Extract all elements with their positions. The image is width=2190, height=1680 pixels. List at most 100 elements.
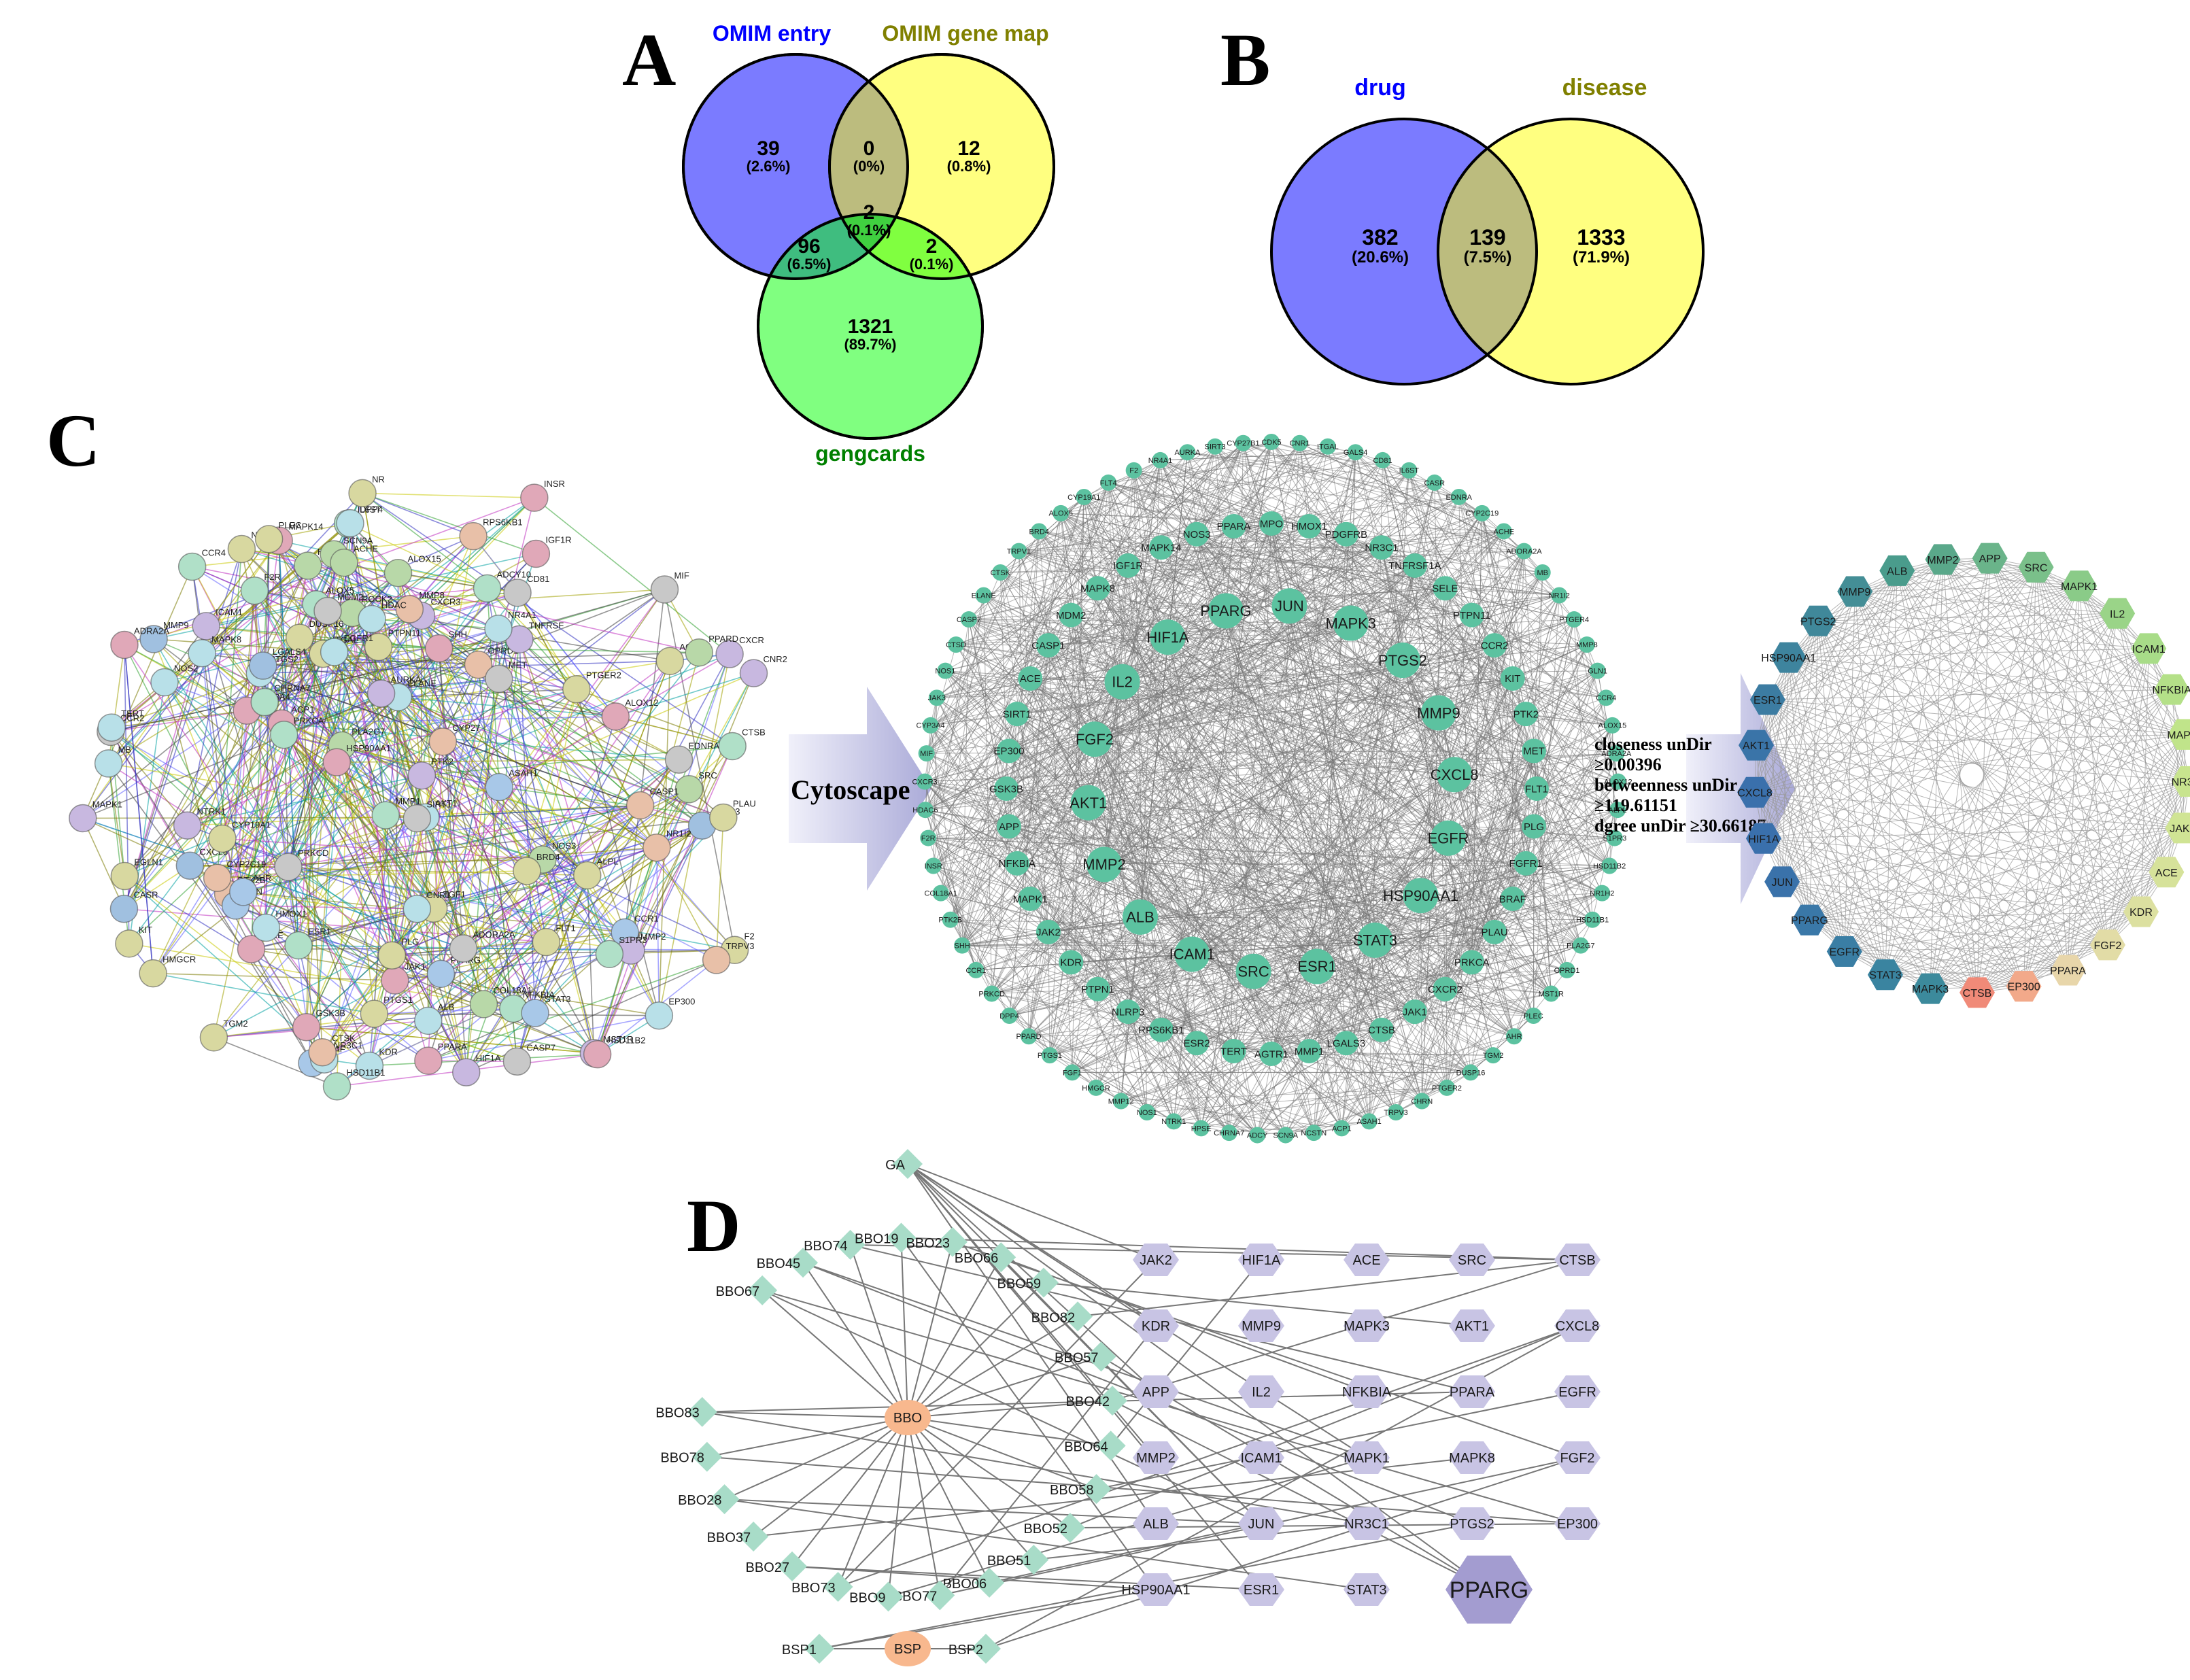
cyto-node-label: CCR1 [965, 967, 986, 975]
string-node-label: ACHE [354, 544, 378, 554]
string-node-esr1 [284, 931, 313, 960]
compound-node-label: BBO57 [1055, 1350, 1098, 1365]
cyto-node-label: FGFR1 [1509, 858, 1543, 870]
svg-text:2: 2 [863, 201, 875, 224]
cyto-node-label: HPSE [1191, 1125, 1212, 1133]
string-node-label: ELANE [407, 678, 437, 688]
cyto-node-label: GALS4 [1344, 449, 1367, 457]
compound-node-label: BBO82 [1031, 1310, 1075, 1325]
cyto-node-label: MMP8 [1576, 641, 1598, 649]
cyto-node-rps6kb1 [1148, 1017, 1174, 1042]
cyto-node-shh [954, 937, 971, 954]
cyto-node-lgals3 [1333, 1031, 1358, 1056]
target-node-mapk8 [1449, 1441, 1495, 1474]
cyto-node-hdac6 [917, 802, 934, 819]
cyto-node-ccr1 [968, 961, 985, 978]
cyto-node-cyp3a4 [922, 717, 939, 734]
cyto-node-s1pr3 [1606, 829, 1623, 846]
string-node-label: SHH [449, 630, 467, 640]
venn-a-region-b: 12(0.8%) [947, 137, 991, 175]
cyto-node-label: EP300 [993, 746, 1024, 757]
core-network: ALBMMP2APPSRCMAPK1IL2ICAM1NFKBIAMAPK8NR3… [1737, 543, 2190, 1008]
string-node-cyp2c19 [203, 863, 232, 893]
string-node-label: CYP2C19 [227, 859, 267, 869]
cyto-node-label: CDK5 [1261, 439, 1281, 447]
core-node-hsp90aa1 [1770, 642, 1807, 673]
cyto-node-icam1 [1174, 936, 1210, 972]
string-node-label: NR3C1 [334, 1040, 363, 1050]
string-node-label: CTSK [332, 1033, 356, 1044]
cyto-node-label: AURKA [1174, 449, 1201, 457]
string-node-ccr4 [177, 552, 207, 581]
compound-node-bbo23 [937, 1227, 968, 1257]
string-node-label: ACP1 [291, 704, 314, 715]
compound-node-bbo74 [835, 1229, 866, 1260]
cyto-node-app [996, 814, 1021, 839]
target-node-cxcl8 [1554, 1309, 1601, 1342]
cyto-node-flt1 [1524, 776, 1549, 801]
cyto-node-scn9a [1277, 1127, 1294, 1144]
core-node-label: MAPK1 [2061, 581, 2098, 593]
cyto-node-tgm2 [1485, 1047, 1502, 1064]
compound-node-ga [893, 1149, 923, 1179]
cyto-node-hmox1 [1297, 513, 1322, 538]
compound-node-label: BBO78 [660, 1451, 704, 1466]
string-node-label: MMP2 [640, 931, 666, 942]
cyto-node-label: NTRK1 [1161, 1118, 1186, 1126]
compound-node-label: BSP1 [782, 1643, 817, 1658]
cyto-node-label: ACP1 [1332, 1125, 1352, 1133]
cyto-node-mif [918, 745, 935, 762]
cyto-node-gln1 [1589, 662, 1606, 679]
cyto-node-label: ADORA2A [1506, 547, 1542, 555]
string-node-ep300 [645, 1001, 674, 1030]
cyto-node-col18a1 [932, 885, 949, 902]
target-node-label: CTSB [1559, 1253, 1595, 1268]
string-node-label: PLA2G7 [352, 726, 385, 736]
target-node-label: ACE [1352, 1253, 1380, 1268]
svg-text:12: 12 [957, 137, 980, 160]
cyto-node-label: MB [1537, 569, 1548, 577]
svg-text:1333: 1333 [1577, 225, 1625, 250]
cytoscape-arrow-label: Cytoscape [791, 774, 910, 805]
string-node-s1pr3 [595, 940, 624, 968]
target-node-label: HSP90AA1 [1121, 1583, 1190, 1598]
threshold-line-4: ≥119.61151 [1594, 795, 1677, 815]
cyto-node-label: CASP1 [1031, 640, 1065, 651]
svg-text:(89.7%): (89.7%) [844, 336, 896, 353]
cyto-node-plg [1522, 814, 1547, 839]
cyto-node-label: NOS1 [1137, 1109, 1157, 1117]
core-node-label: AKT1 [1743, 740, 1770, 752]
core-node-label: FGF2 [2094, 940, 2122, 952]
cyto-node-alb [1123, 899, 1159, 935]
string-node-label: HIF1A [476, 1053, 501, 1063]
cyto-node-ahr [1505, 1028, 1522, 1045]
venn-a-title-omim-gene-map: OMIM gene map [882, 21, 1048, 46]
svg-text:382: 382 [1362, 225, 1398, 250]
cyto-node-label: PPARD [1016, 1033, 1042, 1041]
cyto-node-label: NR4A1 [1148, 457, 1172, 465]
string-node-label: NFKBIA [523, 989, 555, 999]
cyto-node-label: PTGER4 [1559, 616, 1589, 624]
venn-a-title-gengcards: gengcards [815, 441, 925, 466]
cyto-node-label: KDR [1060, 957, 1082, 969]
cyto-node-plec [1525, 1007, 1542, 1024]
cyto-node-met [1522, 738, 1547, 764]
compound-node-label: BBO74 [804, 1239, 847, 1254]
string-node-label: EP300 [668, 997, 695, 1007]
herb-node-bbo [885, 1400, 931, 1435]
string-node-dpp4 [336, 509, 364, 538]
cyto-node-label: ALB [1126, 909, 1154, 926]
string-node-adra2a [110, 630, 139, 659]
string-node-tert [97, 713, 126, 742]
cyto-node-label: GLN1 [1588, 668, 1607, 676]
target-node-label: HIF1A [1242, 1253, 1281, 1268]
cyto-node-label: HSD11B1 [1576, 916, 1609, 925]
string-node-label: HSD11B1 [347, 1067, 386, 1078]
cyto-node-esr2 [1184, 1031, 1210, 1056]
string-node-ncst [227, 534, 256, 564]
string-node-label: PLAU [733, 798, 756, 808]
compound-node-bbo73 [823, 1571, 853, 1602]
cyto-node-ednra [1450, 488, 1467, 505]
string-node-egln1 [110, 861, 139, 891]
string-node-rps6kb1 [459, 521, 487, 551]
